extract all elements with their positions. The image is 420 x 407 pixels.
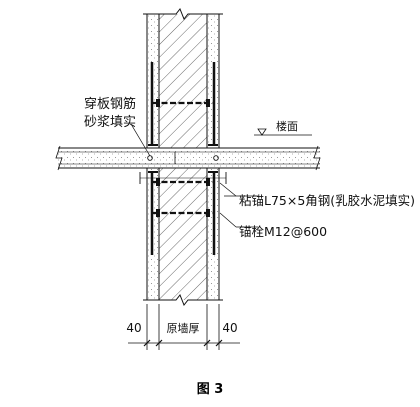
anchor-bolts [153, 99, 213, 217]
break-marks [143, 8, 223, 306]
figure-caption: 图 3 [196, 382, 224, 397]
upper-wall [158, 14, 208, 148]
anchor-bolt-label: 锚栓M12@600 [239, 224, 327, 239]
dim-middle-label: 原墙厚 [167, 321, 200, 335]
dim-right-label: 40 [222, 321, 237, 335]
leader-lines [130, 123, 258, 228]
floor-surface-label: 楼面 [276, 119, 298, 133]
dimension-line [128, 304, 240, 350]
through-rebar-label-line1: 穿板钢筋 [84, 96, 136, 112]
through-rebar-label-line2: 砂浆填实 [84, 115, 136, 130]
steel-angles [148, 62, 218, 255]
lower-wall [158, 168, 208, 300]
dim-left-label: 40 [126, 321, 141, 335]
through-slab-rebar [139, 155, 227, 184]
floor-level-mark [254, 128, 312, 136]
floor-slab [55, 145, 321, 171]
angle-steel-label: 粘锚L75×5角钢(乳胶水泥填实) [239, 193, 415, 208]
